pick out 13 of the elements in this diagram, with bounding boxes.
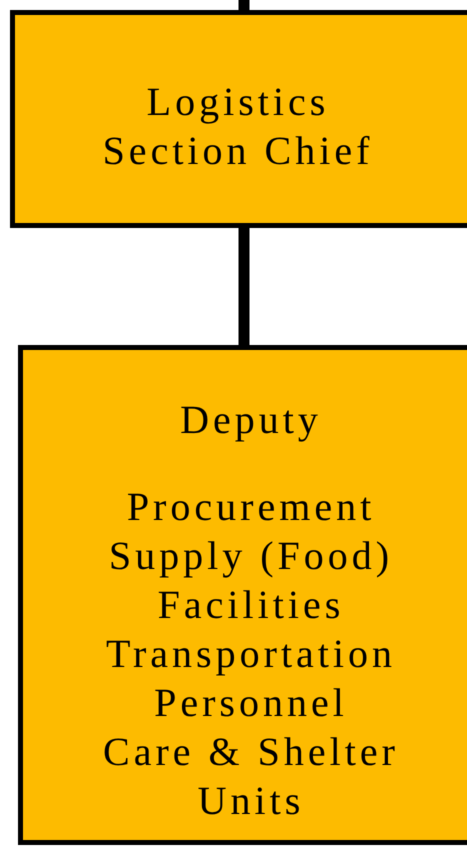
org-box xyxy=(18,345,467,845)
org-box xyxy=(10,10,467,228)
box-item: Procurement xyxy=(126,483,376,531)
box-title: Logistics Section Chief xyxy=(102,78,374,175)
box-item: Personnel xyxy=(154,679,348,727)
box-item: Facilities xyxy=(158,581,344,629)
box-item: Supply (Food) xyxy=(108,532,394,580)
box-item: Units xyxy=(198,777,304,825)
connector-line xyxy=(238,0,250,10)
box-item: Care & Shelter xyxy=(103,728,399,776)
connector-line xyxy=(238,228,250,345)
box-title: Deputy xyxy=(180,396,322,444)
box-item: Transportation xyxy=(106,630,396,678)
